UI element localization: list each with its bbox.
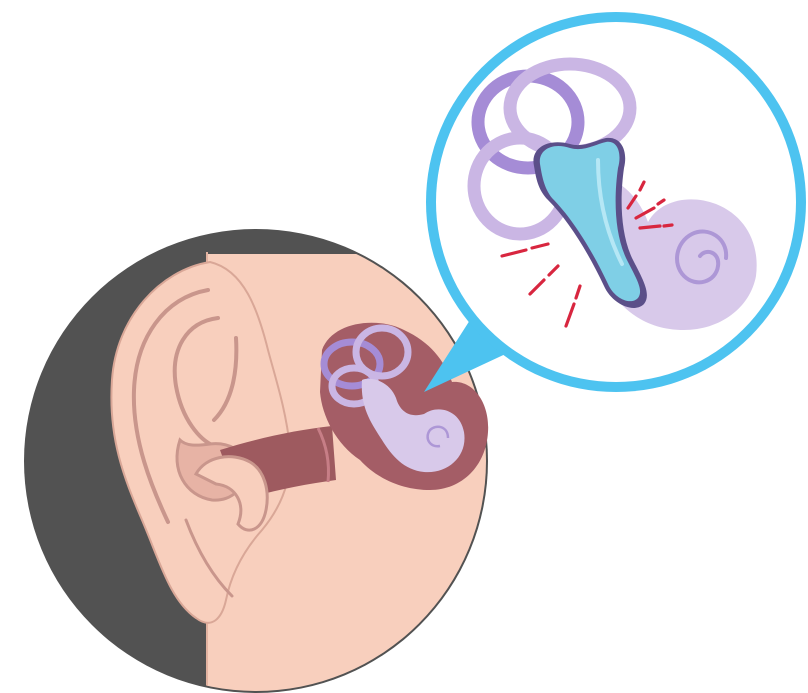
zoom-callout [424,12,806,392]
vibration-mark [640,226,660,228]
vibration-mark [664,225,672,226]
